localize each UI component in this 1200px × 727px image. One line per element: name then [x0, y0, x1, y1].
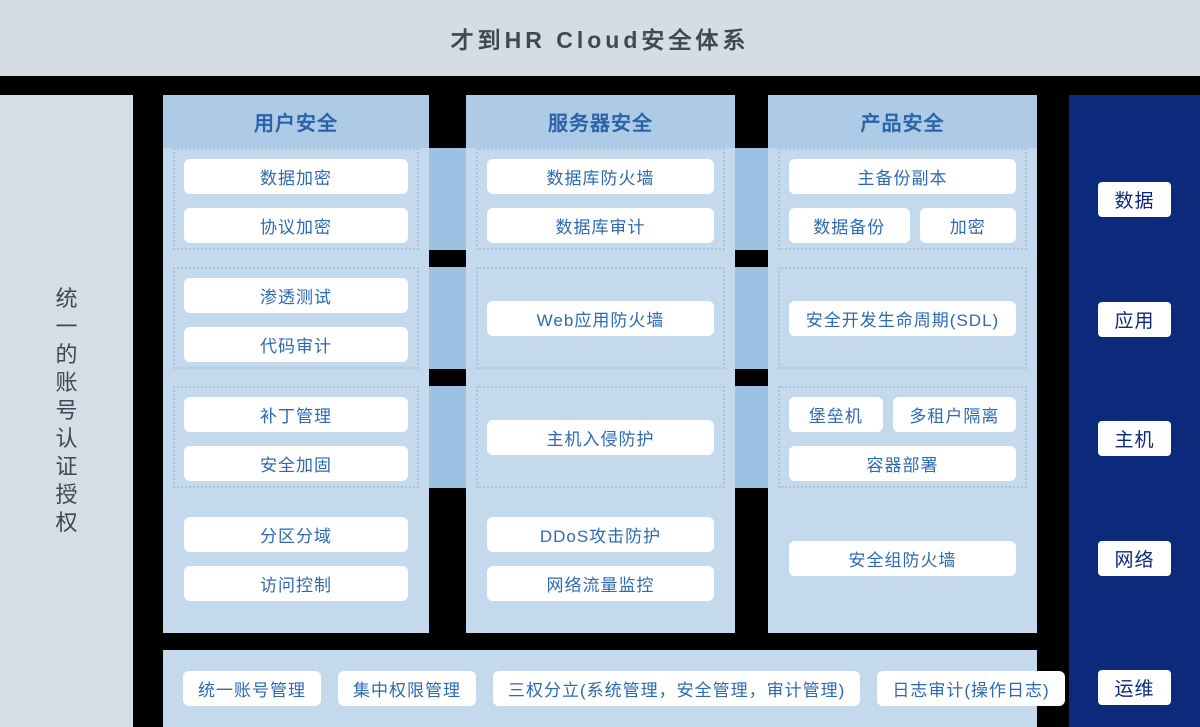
layer-chip: 数据: [1098, 182, 1171, 217]
block-button: 数据加密: [184, 159, 408, 194]
button-row: 数据库防火墙: [487, 159, 714, 194]
left-sidebar-char: 号: [55, 398, 78, 423]
column-body: 数据加密协议加密渗透测试代码审计补丁管理安全加固分区分域访问控制: [163, 148, 429, 601]
block-button: 三权分立(系统管理，安全管理，审计管理): [493, 671, 861, 706]
block-button: 加密: [919, 208, 1016, 243]
block-button: 网络流量监控: [487, 566, 714, 601]
plain-group: DDoS攻击防护网络流量监控: [476, 505, 725, 601]
block-button: 数据备份: [789, 208, 910, 243]
block-button: 集中权限管理: [338, 671, 476, 706]
plain-group: 分区分域访问控制: [173, 505, 419, 601]
left-sidebar-char: 一: [55, 314, 78, 339]
button-row: DDoS攻击防护: [487, 517, 714, 552]
left-sidebar-char: 的: [55, 342, 78, 367]
layer-chip: 网络: [1098, 541, 1171, 576]
dashed-group: 数据库防火墙数据库审计: [476, 148, 725, 250]
column-user-security: 用户安全数据加密协议加密渗透测试代码审计补丁管理安全加固分区分域访问控制: [163, 95, 429, 633]
unified-auth-sidebar: 统一的账号认证授权: [0, 95, 133, 727]
button-row: 渗透测试: [184, 278, 408, 313]
block-button: 统一账号管理: [183, 671, 321, 706]
block-button: 渗透测试: [184, 278, 408, 313]
button-row: 数据加密: [184, 159, 408, 194]
plain-group: 安全组防火墙: [778, 505, 1027, 633]
left-sidebar-char: 统: [55, 286, 78, 311]
dashed-group: Web应用防火墙: [476, 267, 725, 369]
block-button: 数据库防火墙: [487, 159, 714, 194]
block-button: 主备份副本: [789, 159, 1016, 194]
button-row: 主备份副本: [789, 159, 1016, 194]
button-row: 访问控制: [184, 566, 408, 601]
block-button: 安全开发生命周期(SDL): [789, 300, 1016, 336]
dashed-group: 堡垒机多租户隔离容器部署: [778, 386, 1027, 488]
layer-chip: 主机: [1098, 421, 1171, 456]
left-sidebar-char: 证: [55, 454, 78, 479]
button-row: 容器部署: [789, 446, 1016, 481]
page-title: 才到HR Cloud安全体系: [450, 27, 750, 53]
dashed-group: 主备份副本数据备份加密: [778, 148, 1027, 250]
column-connector: [429, 267, 466, 369]
bottom-governance-bar: 统一账号管理集中权限管理三权分立(系统管理，安全管理，审计管理) 日志审计(操作日…: [163, 650, 1065, 727]
left-sidebar-text: 统一的账号认证授权: [55, 285, 77, 537]
button-row: 网络流量监控: [487, 566, 714, 601]
button-row: 数据库审计: [487, 208, 714, 243]
button-row: 补丁管理: [184, 397, 408, 432]
button-row: 分区分域: [184, 517, 408, 552]
button-row: 安全组防火墙: [789, 541, 1016, 576]
dashed-group: 安全开发生命周期(SDL): [778, 267, 1027, 369]
column-header: 服务器安全: [466, 95, 735, 148]
column-connector: [735, 386, 768, 488]
column-product-security: 产品安全主备份副本数据备份加密安全开发生命周期(SDL)堡垒机多租户隔离容器部署…: [768, 95, 1037, 633]
title-bar: 才到HR Cloud安全体系: [0, 0, 1200, 76]
left-sidebar-char: 认: [55, 426, 78, 451]
dashed-group: 数据加密协议加密: [173, 148, 419, 250]
block-button: 主机入侵防护: [487, 419, 714, 455]
button-row: 安全开发生命周期(SDL): [789, 300, 1016, 336]
block-button: 多租户隔离: [892, 397, 1016, 432]
column-connector: [735, 148, 768, 250]
block-button: 补丁管理: [184, 397, 408, 432]
column-connector: [429, 386, 466, 488]
block-button: 访问控制: [184, 566, 408, 601]
layer-sidebar: 数据应用主机网络运维: [1069, 95, 1200, 727]
block-button: 数据库审计: [487, 208, 714, 243]
button-row: 数据备份加密: [789, 208, 1016, 243]
block-button: 分区分域: [184, 517, 408, 552]
block-button: 堡垒机: [789, 397, 883, 432]
layer-chip: 应用: [1098, 302, 1171, 337]
left-sidebar-char: 账: [55, 370, 78, 395]
column-body: 数据库防火墙数据库审计 Web应用防火墙主机入侵防护 DDoS攻击防护网络流量监控: [466, 148, 735, 601]
column-connector: [429, 148, 466, 250]
block-button: 代码审计: [184, 327, 408, 362]
column-header: 产品安全: [768, 95, 1037, 148]
button-row: 堡垒机多租户隔离: [789, 397, 1016, 432]
block-button: DDoS攻击防护: [487, 517, 714, 552]
column-body: 主备份副本数据备份加密安全开发生命周期(SDL)堡垒机多租户隔离容器部署安全组防…: [768, 148, 1037, 633]
block-button: 容器部署: [789, 446, 1016, 481]
block-button: Web应用防火墙: [487, 300, 714, 336]
button-row: 代码审计: [184, 327, 408, 362]
dashed-group: 补丁管理安全加固: [173, 386, 419, 488]
left-sidebar-char: 权: [55, 510, 78, 535]
block-button: 协议加密: [184, 208, 408, 243]
button-row: 协议加密: [184, 208, 408, 243]
button-row: 安全加固: [184, 446, 408, 481]
column-connector: [735, 267, 768, 369]
button-row: 主机入侵防护: [487, 419, 714, 455]
dashed-group: 渗透测试代码审计: [173, 267, 419, 369]
left-sidebar-char: 授: [55, 482, 78, 507]
block-button: 安全加固: [184, 446, 408, 481]
layer-chip: 运维: [1098, 670, 1171, 705]
column-header: 用户安全: [163, 95, 429, 148]
block-button: 安全组防火墙: [789, 541, 1016, 576]
button-row: Web应用防火墙: [487, 300, 714, 336]
dashed-group: 主机入侵防护: [476, 386, 725, 488]
block-button: 日志审计(操作日志): [877, 671, 1065, 706]
